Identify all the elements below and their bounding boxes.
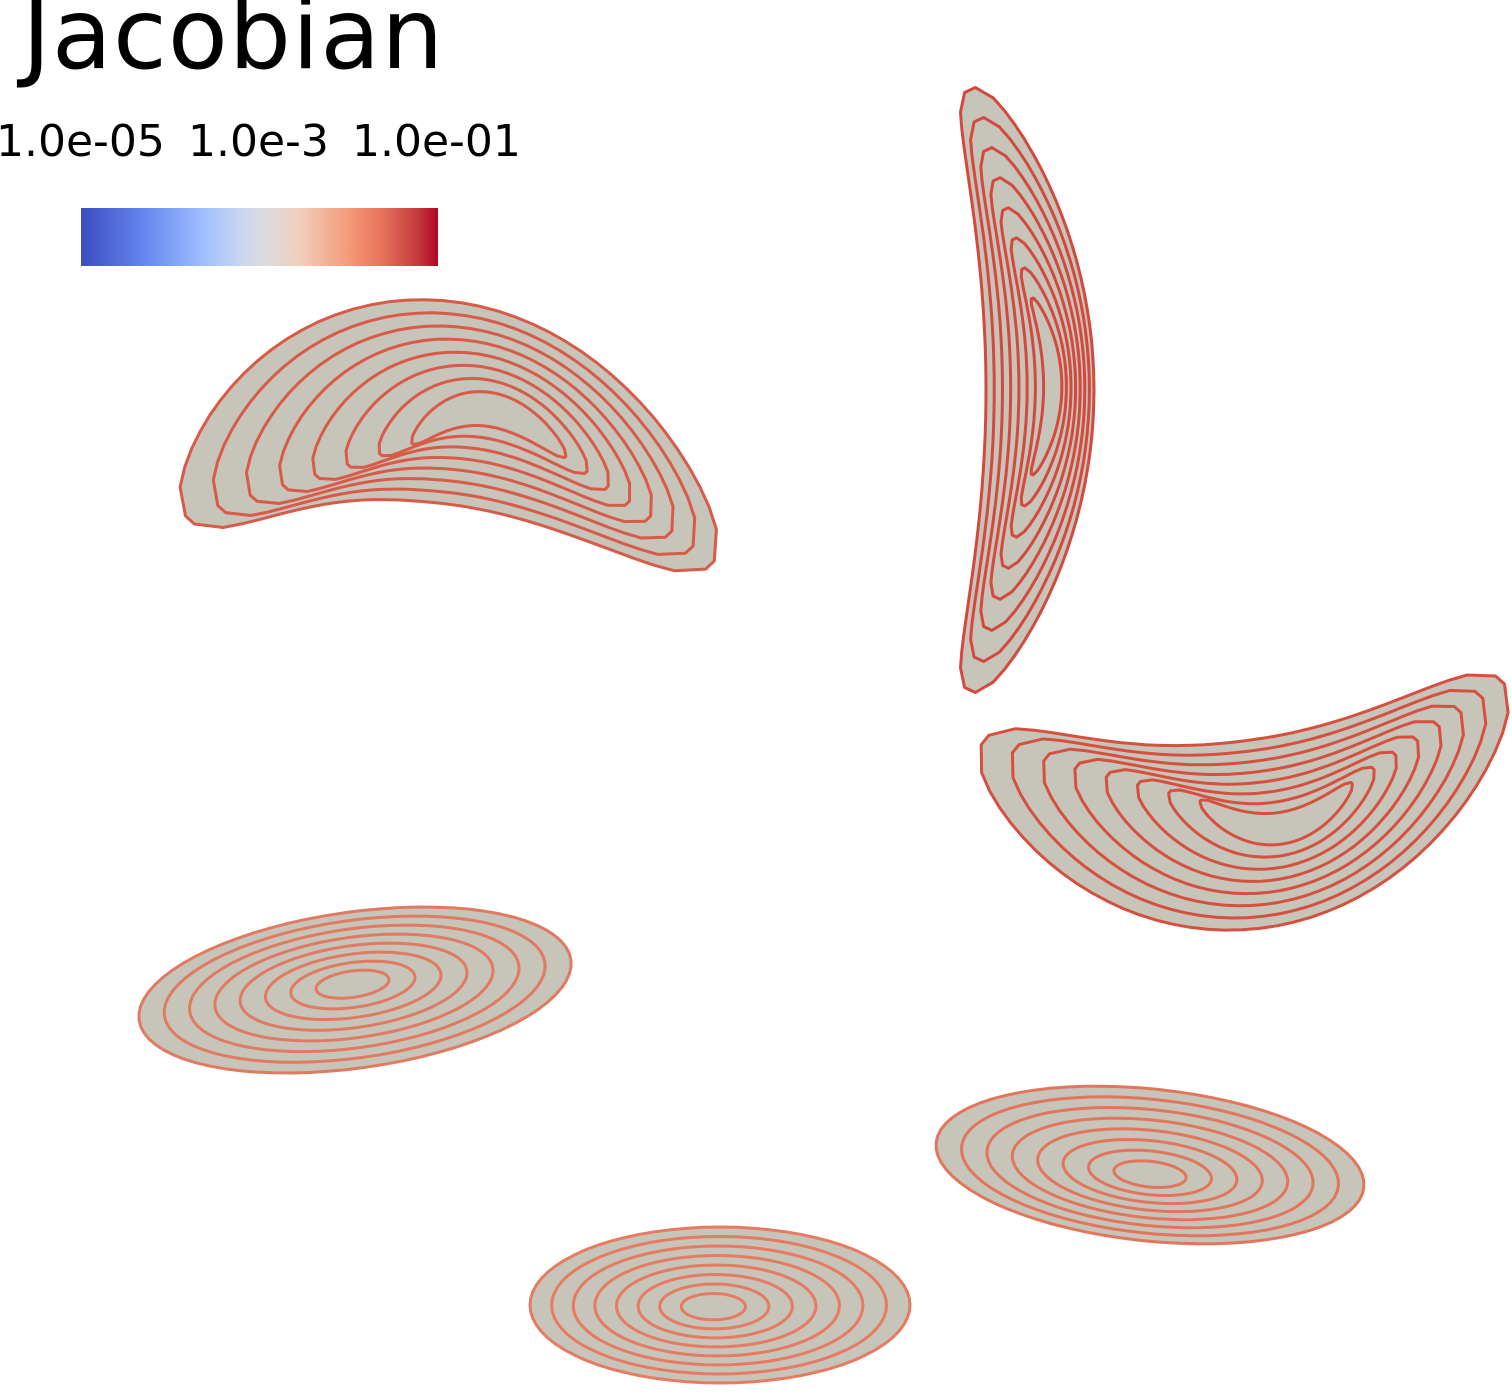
ellipse-mid-left	[137, 905, 573, 1075]
contour-line	[1198, 781, 1354, 847]
contour-line	[979, 146, 1087, 632]
contour-line	[1112, 1159, 1188, 1189]
colorbar	[81, 208, 438, 266]
contour-line	[999, 206, 1078, 570]
contour-line	[571, 1244, 865, 1367]
contour-line	[1010, 689, 1488, 920]
contour-line	[615, 1263, 818, 1349]
shape-outline	[528, 1225, 912, 1385]
contour-line	[679, 1292, 747, 1322]
colorbar-tick-min: 1.0e-05	[0, 116, 165, 167]
contour-line	[1167, 765, 1376, 859]
contour-line	[162, 914, 547, 1064]
contour-line	[1042, 704, 1465, 908]
contour-line	[344, 363, 610, 491]
contour-line	[636, 1273, 794, 1340]
contour-line	[289, 959, 417, 1011]
contour-line	[658, 1282, 771, 1331]
contour-line	[960, 1095, 1340, 1238]
contour-line	[969, 116, 1091, 663]
contour-line	[311, 350, 632, 507]
legend-title: Jacobian	[22, 0, 445, 92]
contour-line	[238, 941, 469, 1032]
contour-line	[410, 390, 568, 460]
contour-line	[377, 377, 589, 475]
contour-line	[1009, 236, 1073, 539]
contour-line	[593, 1254, 841, 1358]
contour-line	[1061, 1138, 1239, 1206]
contour-line	[550, 1235, 888, 1376]
contour-line	[1104, 735, 1421, 883]
ellipse-bottom-center	[528, 1225, 912, 1385]
ellipse-bottom-right	[934, 1084, 1366, 1246]
colorbar-tick-max: 1.0e-01	[352, 116, 521, 167]
banana-top-left	[178, 298, 718, 573]
contour-line	[213, 932, 495, 1043]
banana-mid-right	[979, 673, 1510, 932]
contour-line	[989, 176, 1082, 601]
contour-line	[211, 311, 697, 556]
colorbar-tick-labels: 1.0e-05 1.0e-3 1.0e-01	[0, 112, 536, 172]
contour-line	[1029, 296, 1064, 477]
contour-line	[1019, 266, 1068, 508]
contour-line	[1073, 720, 1443, 896]
contour-line	[1010, 1116, 1290, 1222]
contour-line	[188, 923, 521, 1054]
contour-line	[264, 950, 443, 1021]
crescent-top-right	[959, 86, 1096, 694]
contour-line	[278, 337, 653, 524]
contour-line	[1087, 1148, 1213, 1197]
contour-line	[985, 1106, 1315, 1230]
contour-line	[245, 324, 675, 540]
contour-line	[1036, 1127, 1264, 1214]
contour-line	[314, 968, 391, 1000]
contour-line	[1135, 750, 1398, 871]
shape-outline	[934, 1084, 1366, 1246]
colorbar-tick-mid: 1.0e-3	[188, 116, 329, 167]
